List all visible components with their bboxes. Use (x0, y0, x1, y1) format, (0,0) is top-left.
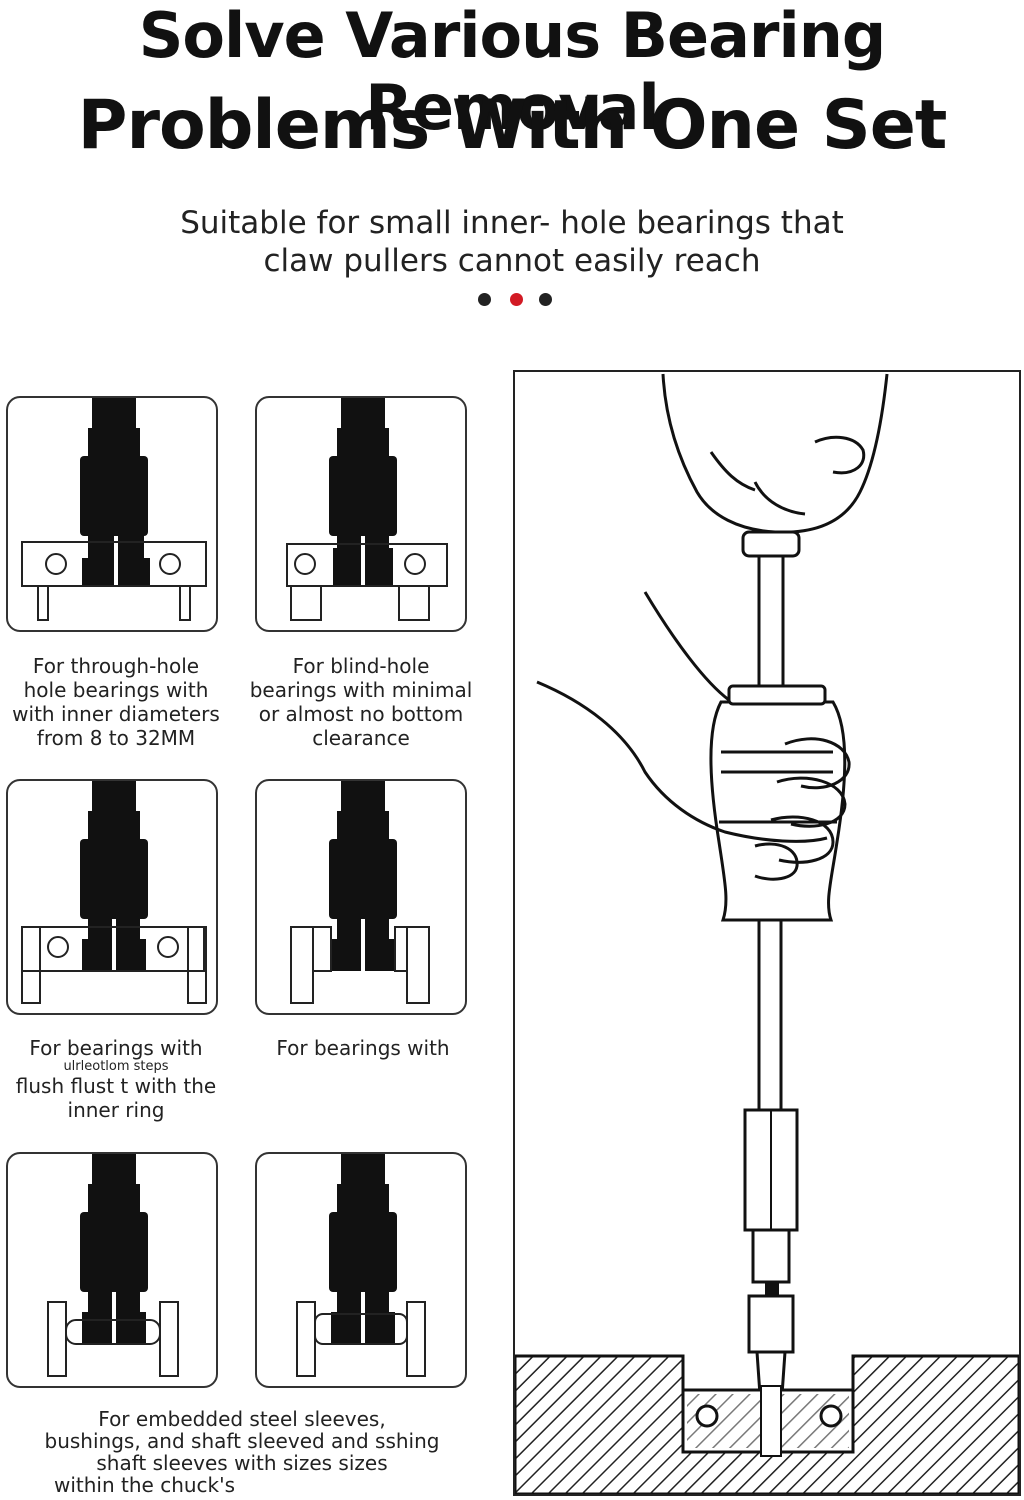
puller-shaft (92, 398, 136, 428)
carousel-dot-1[interactable] (478, 293, 491, 306)
steel-sleeve-diagram-card-2 (255, 1152, 467, 1388)
slide-hammer-illustration (513, 373, 1021, 1496)
open-bearing-diagram (290, 781, 430, 1004)
steel-sleeve-diagram-card-1 (6, 1152, 218, 1388)
flush-step-diagram (21, 781, 207, 1004)
blind-hole-diagram-card (255, 396, 467, 632)
handle-cap (741, 530, 801, 558)
housing-block (513, 1354, 1021, 1496)
headline-line-1: Solve Various Bearing Removal (138, 0, 887, 144)
carousel-dots (478, 293, 558, 307)
puller-body (80, 456, 148, 536)
headline-line-2: Problems With One Set (77, 86, 948, 165)
flush-step-caption: For bearings with ulrleotlom steps flush… (15, 1036, 217, 1122)
upper-rod (757, 554, 785, 688)
top-hand (661, 373, 889, 534)
blind-hole-diagram (286, 398, 448, 621)
collet-right (118, 536, 150, 586)
through-hole-caption: For through-hole hole bearings with with… (12, 654, 220, 750)
through-hole-diagram (21, 398, 207, 621)
blind-hole-caption: For blind-hole bearings with minimal or … (249, 654, 473, 750)
usage-illustration-panel (513, 370, 1021, 1496)
subtitle-line-1: Suitable for small inner- hole bearings … (180, 205, 844, 241)
carousel-dot-3[interactable] (539, 293, 552, 306)
through-hole-diagram-card (6, 396, 218, 632)
open-bearing-caption: For bearings with (276, 1036, 450, 1060)
slide-weight (709, 684, 847, 922)
steel-sleeve-diagram-1 (47, 1154, 179, 1377)
open-bearing-diagram-card (255, 779, 467, 1015)
lower-rod (757, 918, 783, 1112)
adapter (751, 1228, 791, 1284)
collet-left (82, 536, 114, 586)
lower-hand (536, 591, 851, 881)
flush-step-diagram-card (6, 779, 218, 1015)
steel-sleeve-caption: For embedded steel sleeves, bushings, an… (44, 1407, 440, 1497)
subtitle-line-2: claw pullers cannot easily reach (263, 243, 761, 279)
carousel-dot-2-active[interactable] (510, 293, 523, 306)
bearing-outline (21, 541, 207, 587)
steel-sleeve-diagram-2 (296, 1154, 426, 1377)
subtitle: Suitable for small inner- hole bearings … (0, 204, 1024, 280)
collet-chuck (747, 1294, 795, 1354)
